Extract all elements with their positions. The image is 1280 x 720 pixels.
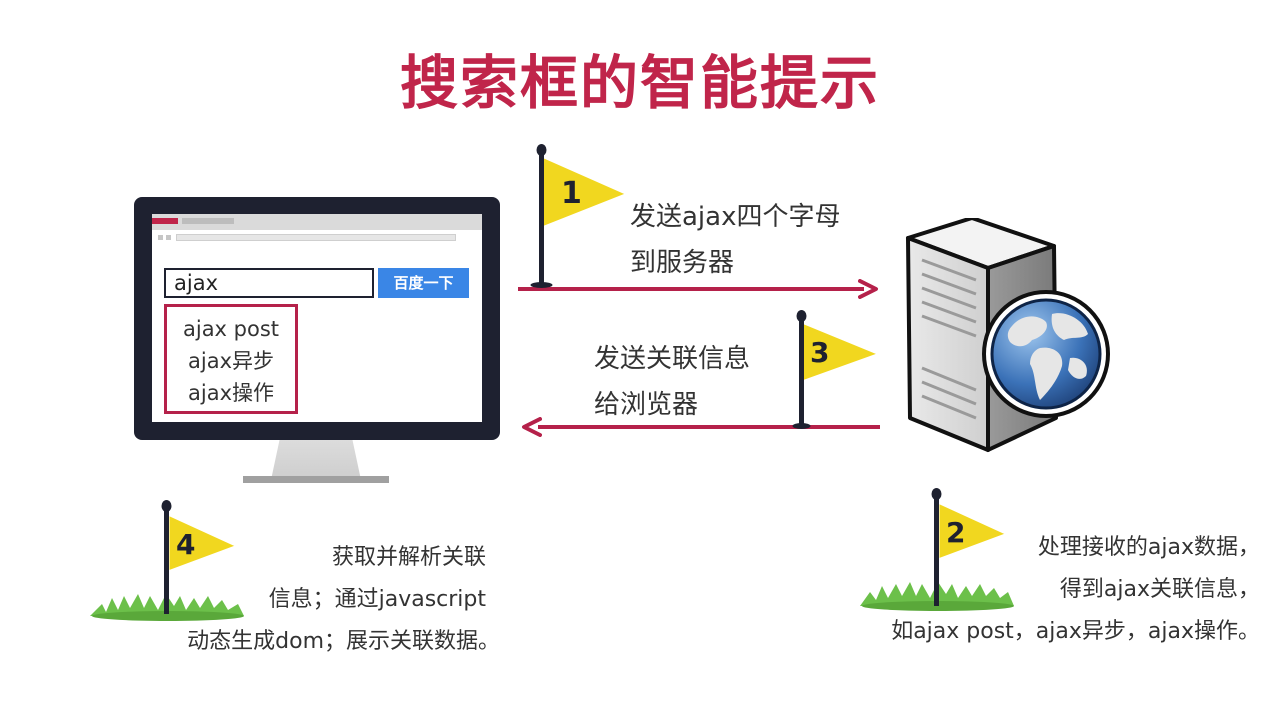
request-arrow-line [518,287,864,291]
address-bar[interactable] [176,234,456,241]
step3-label: 发送关联信息 给浏览器 [594,336,750,428]
browser-tab-bar [152,214,482,230]
globe-icon [982,290,1110,418]
step-number: 3 [810,336,829,369]
arrow-right-icon [858,279,878,299]
step1-line2: 到服务器 [630,248,735,278]
step4-line1: 获取并解析关联 [331,545,486,570]
step4-line3: 动态生成dom；展示关联数据。 [187,629,500,654]
step-number: 1 [561,176,582,211]
step3-line1: 发送关联信息 [594,344,751,374]
step3-line2: 给浏览器 [594,390,699,420]
response-arrow-line [538,425,880,429]
flag-icon: 1 [530,144,630,288]
suggestion-item[interactable]: ajax操作 [188,381,274,405]
step2-line3: 如ajax post，ajax异步，ajax操作。 [891,619,1260,644]
monitor-stand [271,440,361,476]
flag-icon: 3 [792,310,882,429]
nav-back-icon[interactable] [158,235,163,240]
step2-label: 处理接收的ajax数据， 得到ajax关联信息， 如ajax post，ajax… [840,527,1260,653]
browser-screen: ajax 百度一下 ajax post ajax异步 ajax操作 [152,214,482,422]
monitor-base [243,476,389,483]
server-icon [906,218,1110,452]
step2-line1: 处理接收的ajax数据， [1037,535,1260,560]
step4-line2: 信息；通过javascript [268,587,486,612]
browser-tab[interactable] [182,218,234,224]
step1-line1: 发送ajax四个字母 [630,202,841,232]
suggestion-item[interactable]: ajax post [182,317,280,341]
arrow-left-icon [522,417,542,437]
step2-line2: 得到ajax关联信息， [1059,577,1260,602]
step-number: 4 [176,528,195,561]
page-title: 搜索框的智能提示 [399,49,880,117]
step4-label: 获取并解析关联 信息；通过javascript 动态生成dom；展示关联数据。 [150,537,500,663]
nav-forward-icon[interactable] [166,235,171,240]
flag-icon: 2 [860,488,1014,611]
browser-active-tab[interactable] [152,218,178,224]
step1-label: 发送ajax四个字母 到服务器 [630,194,840,286]
search-button[interactable]: 百度一下 [378,268,469,298]
step-number: 2 [946,516,965,549]
search-input[interactable]: ajax [164,268,374,298]
suggestion-item[interactable]: ajax异步 [188,349,274,373]
flag-icon: 4 [90,500,244,621]
suggestion-dropdown: ajax post ajax异步 ajax操作 [164,304,298,414]
